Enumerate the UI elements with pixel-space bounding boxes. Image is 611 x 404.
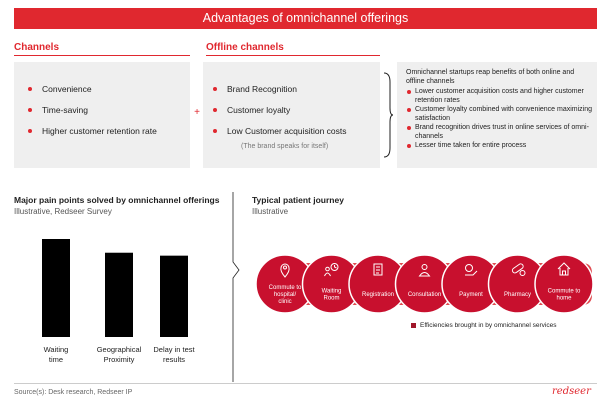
legend-swatch	[411, 322, 416, 328]
journey-step: Registration	[348, 254, 408, 314]
pain-points-subtitle: Illustrative, Redseer Survey	[14, 207, 112, 216]
bar-3	[160, 255, 188, 337]
offline-note: (The brand speaks for itself)	[241, 143, 329, 150]
journey-step: Payment	[441, 254, 501, 314]
redseer-logo: redseer	[552, 386, 591, 397]
summary-panel: Omnichannel startups reap benefits of bo…	[397, 62, 597, 168]
offline-heading: Offline channels	[206, 42, 284, 53]
plus-sign: +	[194, 107, 200, 118]
section-divider	[232, 192, 240, 382]
doctor-icon	[418, 264, 431, 277]
journey-title: Typical patient journey	[252, 195, 344, 205]
footer-rule	[14, 383, 597, 384]
summary-list: Lower customer acquisition costs and hig…	[406, 88, 594, 152]
list-item-label: Low Customer acquisition costs	[227, 126, 347, 136]
list-item: Customer loyalty	[213, 105, 347, 115]
source-note: Source(s): Desk research, Redseer IP	[14, 389, 133, 396]
journey-step-label: Payment	[459, 292, 483, 298]
journey-step: Pharmacy	[487, 254, 548, 314]
list-item: Higher customer retention rate	[28, 126, 157, 136]
offline-panel: Brand Recognition Customer loyalty Low C…	[203, 62, 380, 168]
list-item: Brand Recognition	[213, 84, 347, 94]
journey-step-label: Pharmacy	[504, 292, 531, 298]
list-item: Customer loyalty combined with convenien…	[406, 106, 594, 123]
channels-heading: Channels	[14, 42, 60, 53]
journey-step-label: Registration	[362, 292, 394, 298]
bar-2	[105, 252, 133, 337]
journey-subtitle: Illustrative	[252, 207, 289, 216]
list-item: Low Customer acquisition costs	[213, 126, 347, 136]
list-item: Lower customer acquisition costs and hig…	[406, 88, 594, 105]
journey-legend: Efficiencies brought in by omnichannel s…	[411, 322, 556, 329]
list-item: Convenience	[28, 84, 157, 94]
offline-list: Brand Recognition Customer loyalty Low C…	[213, 84, 347, 136]
pain-points-title: Major pain points solved by omnichannel …	[14, 195, 220, 205]
list-item: Brand recognition drives trust in online…	[406, 124, 594, 141]
journey-step-label: Consultation	[408, 292, 441, 298]
legend-label: Efficiencies brought in by omnichannel s…	[420, 322, 557, 329]
location-pin-icon	[280, 263, 290, 278]
pill-icon	[511, 263, 526, 276]
form-icon	[373, 263, 383, 276]
bar-1	[42, 239, 70, 337]
bracket-icon	[383, 72, 394, 158]
clock-person-icon	[324, 263, 339, 277]
list-item: Lesser time taken for entire process	[406, 142, 594, 151]
channels-panel: Convenience Time-saving Higher customer …	[14, 62, 190, 168]
house-icon	[557, 262, 571, 276]
page-title: Advantages of omnichannel offerings	[14, 8, 597, 29]
payment-icon	[465, 264, 478, 276]
channels-rule	[14, 55, 190, 56]
offline-rule	[206, 55, 380, 56]
channels-list: Convenience Time-saving Higher customer …	[28, 84, 157, 147]
summary-intro: Omnichannel startups reap benefits of bo…	[406, 69, 575, 85]
journey-step-circle	[534, 254, 594, 314]
list-item: Time-saving	[28, 105, 157, 115]
